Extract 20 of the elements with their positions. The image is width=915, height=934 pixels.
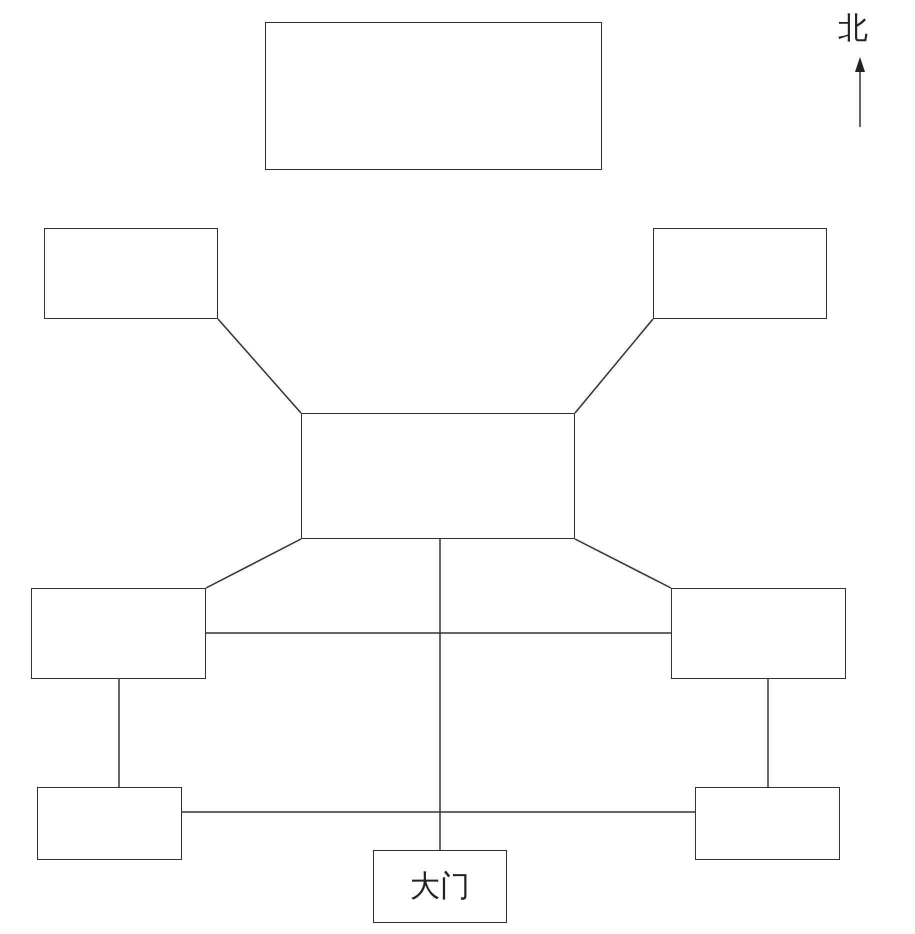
connector-line — [574, 318, 654, 414]
connector-line — [439, 539, 441, 850]
node-label: 大门 — [410, 868, 470, 906]
building-box — [265, 22, 602, 170]
north-label: 北 — [838, 10, 868, 48]
building-box — [31, 588, 206, 679]
connector-line — [217, 318, 302, 414]
connector-line — [767, 679, 769, 787]
building-box — [37, 787, 182, 860]
building-box — [671, 588, 846, 679]
connector-line — [206, 632, 671, 634]
connector-line — [118, 679, 120, 787]
building-box — [653, 228, 827, 319]
building-box — [695, 787, 840, 860]
building-box — [44, 228, 218, 319]
connector-line — [182, 811, 695, 813]
gate-box — [373, 850, 507, 923]
connector-line — [574, 538, 672, 589]
building-box — [301, 413, 575, 539]
connector-line — [206, 538, 302, 589]
